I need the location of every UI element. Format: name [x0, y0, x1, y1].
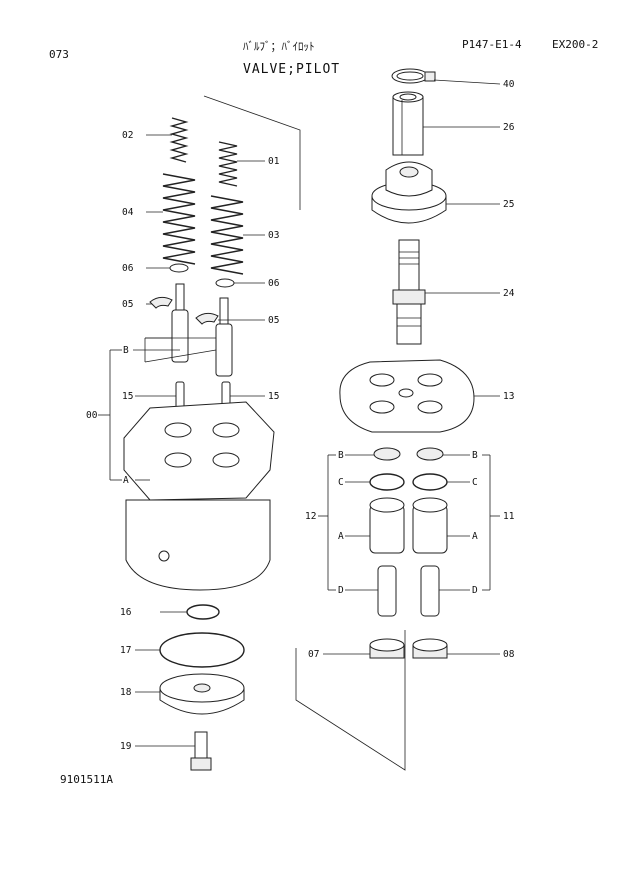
callout-15-right: 15 [268, 391, 279, 402]
part-24-joint [392, 239, 426, 345]
part-26-sleeve [392, 91, 424, 156]
title-english: VALVE;PILOT [243, 62, 341, 77]
part-03-spring [210, 195, 244, 275]
callout-07: 07 [308, 649, 319, 660]
part-c-oring-2 [412, 473, 448, 491]
callout-25: 25 [503, 199, 514, 210]
callout-40: 40 [503, 79, 515, 90]
callout-b-2: B [472, 450, 478, 461]
part-19-bolt [190, 731, 212, 771]
callout-c-2: C [472, 477, 478, 488]
part-d-plungers [377, 565, 440, 617]
callout-06-left: 06 [122, 263, 134, 274]
leader-lines [98, 79, 501, 771]
callout-d-1: D [338, 585, 344, 596]
drawing-number: 9101511A [60, 773, 113, 786]
callout-24: 24 [503, 288, 515, 299]
part-15-pins [175, 381, 231, 409]
callout-01: 01 [268, 156, 280, 167]
part-05-clip-1 [149, 296, 173, 309]
callout-00: 00 [86, 410, 98, 421]
part-25-cap [371, 161, 447, 224]
callout-04: 04 [122, 207, 134, 218]
callout-03: 03 [268, 230, 279, 241]
page-code: 073 [49, 48, 69, 61]
callout-15-left: 15 [122, 391, 133, 402]
part-b-seal-2 [416, 447, 444, 461]
model-number: EX200-2 [552, 38, 599, 51]
callout-11: 11 [503, 511, 515, 522]
callout-c-1: C [338, 477, 344, 488]
part-04-spring [162, 173, 196, 265]
part-01-spring [218, 141, 238, 187]
part-02-spring [169, 117, 189, 163]
callout-d-2: D [472, 585, 478, 596]
callout-05-right: 05 [268, 315, 279, 326]
title-japanese: ﾊﾞﾙﾌﾞ；ﾊﾞｲﾛｯﾄ [243, 40, 315, 53]
part-a-bushings [369, 497, 448, 554]
callout-b-1: B [338, 450, 344, 461]
part-06-washer-2 [215, 278, 235, 288]
callout-labels: 40 26 25 24 13 02 01 04 03 06 06 05 05 B… [86, 79, 515, 752]
part-16-oring [186, 604, 220, 620]
part-b-seal-1 [373, 447, 401, 461]
page-reference: P147-E1-4 [462, 38, 522, 51]
callout-a-1: A [338, 531, 344, 542]
callout-a-2: A [472, 531, 478, 542]
part-05-clip-2 [195, 312, 219, 325]
part-17-oring [159, 632, 245, 668]
callout-a-left: A [123, 475, 129, 486]
callout-02: 02 [122, 130, 133, 141]
part-13-plate [339, 359, 475, 433]
part-b-spools [171, 283, 233, 377]
callout-06-right: 06 [268, 278, 280, 289]
part-07-08-nuts [369, 638, 448, 659]
callout-26: 26 [503, 122, 515, 133]
callout-17: 17 [120, 645, 131, 656]
part-06-washer-1 [169, 263, 189, 273]
callout-08: 08 [503, 649, 515, 660]
part-00-valve-body [123, 401, 275, 591]
callout-16: 16 [120, 607, 132, 618]
part-40-clamp [391, 68, 436, 84]
callout-12: 12 [305, 511, 316, 522]
callout-18: 18 [120, 687, 132, 698]
part-18-plate [159, 673, 245, 715]
callout-05-left: 05 [122, 299, 133, 310]
part-c-oring-1 [369, 473, 405, 491]
callout-19: 19 [120, 741, 132, 752]
callout-b-left: B [123, 345, 129, 356]
callout-13: 13 [503, 391, 514, 402]
